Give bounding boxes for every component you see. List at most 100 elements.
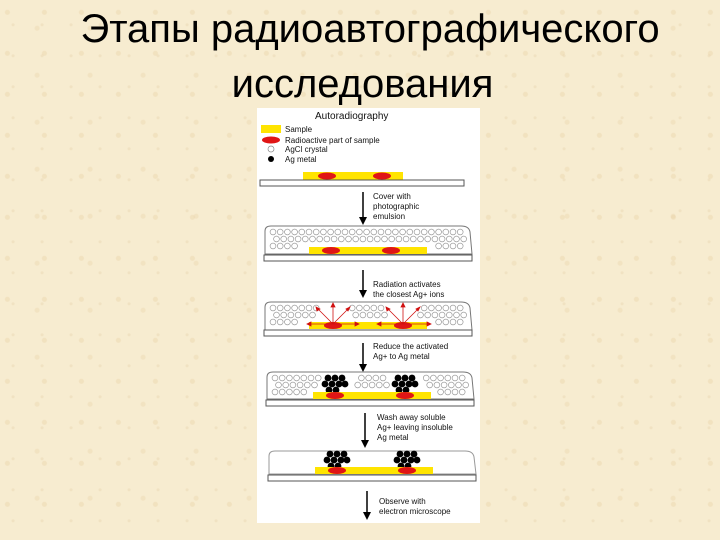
agcl-crystal — [300, 374, 308, 382]
step-3-text-1: Reduce the activated — [373, 342, 448, 351]
agcl-crystal — [365, 374, 372, 382]
stage-1-sample — [259, 172, 465, 187]
agcl-crystal — [376, 381, 383, 389]
radioactive-spot — [398, 467, 416, 474]
agcl-crystal — [293, 374, 300, 382]
legend-agcl-label: AgCl crystal — [285, 145, 328, 154]
ag-metal-grain — [407, 456, 415, 464]
agcl-crystal — [348, 304, 356, 312]
agcl-crystals — [271, 374, 469, 396]
agcl-crystal — [456, 318, 464, 326]
agcl-crystal — [442, 318, 450, 326]
sample-bar — [309, 247, 427, 254]
ag-metal-grain — [400, 456, 408, 464]
agcl-crystal — [370, 228, 378, 236]
agcl-crystal — [354, 381, 361, 389]
agcl-crystal — [458, 374, 466, 382]
agcl-crystal — [460, 235, 467, 243]
agcl-crystal — [424, 235, 431, 243]
ag-metal-grain — [337, 456, 345, 464]
agcl-crystal — [352, 235, 359, 243]
ag-metal-cluster — [321, 374, 349, 394]
agcl-crystal — [372, 374, 380, 382]
glass-slide — [263, 254, 473, 262]
agcl-crystal — [370, 304, 378, 312]
agcl-crystal — [278, 388, 286, 396]
radioactive-spot — [318, 172, 336, 180]
step-2-text-1: Radiation activates — [373, 280, 441, 289]
sample-bar — [313, 392, 431, 399]
agcl-crystal — [284, 304, 291, 312]
stage-2-emulsion — [263, 225, 473, 262]
ag-metal-grain — [328, 380, 336, 388]
agcl-crystal — [269, 318, 277, 326]
radioactive-spot — [328, 467, 346, 474]
step-1-text-1: Cover with — [373, 192, 411, 201]
sample-bar — [303, 172, 403, 180]
agcl-crystal — [341, 228, 349, 236]
slide-title-line-1: Этапы радиоавтографического — [80, 7, 660, 51]
agcl-crystal — [356, 228, 363, 236]
ag-metal-grain — [340, 450, 348, 458]
agcl-crystal — [448, 381, 455, 389]
agcl-crystal — [384, 228, 392, 236]
agcl-crystal — [446, 311, 453, 319]
agcl-crystal — [309, 311, 316, 319]
agcl-crystal — [392, 228, 399, 236]
agcl-crystal — [437, 388, 444, 396]
agcl-crystal — [442, 304, 450, 312]
agcl-crystal — [431, 235, 439, 243]
agcl-crystal — [316, 235, 323, 243]
agcl-crystal — [431, 311, 439, 319]
agcl-crystal — [284, 242, 291, 250]
agcl-crystal — [291, 228, 298, 236]
ag-metal-grain — [394, 374, 402, 382]
agcl-crystal — [366, 235, 374, 243]
step-3-arrow — [359, 343, 367, 372]
agcl-crystal — [280, 311, 287, 319]
agcl-crystal — [402, 235, 410, 243]
agcl-crystal — [287, 235, 295, 243]
agcl-crystal — [352, 311, 359, 319]
agcl-crystal — [406, 228, 414, 236]
agcl-crystal — [284, 228, 291, 236]
agcl-crystal — [435, 228, 442, 236]
agcl-crystal — [374, 311, 381, 319]
ag-metal-grain — [330, 456, 338, 464]
ag-metal-grain — [341, 380, 349, 388]
agcl-crystal — [300, 388, 308, 396]
agcl-crystal — [449, 242, 457, 250]
legend-ag-swatch — [268, 156, 274, 162]
agcl-crystal — [291, 242, 298, 250]
agcl-crystal — [366, 311, 374, 319]
agcl-crystal — [276, 318, 284, 326]
agcl-crystal — [368, 381, 376, 389]
agcl-crystal — [307, 374, 315, 382]
agcl-crystal — [275, 381, 282, 389]
sample-bar — [315, 467, 433, 474]
agcl-crystal — [430, 374, 437, 382]
agcl-crystal — [359, 235, 367, 243]
agcl-crystal — [374, 235, 381, 243]
step-1-arrow — [359, 192, 367, 225]
autoradiography-diagram: Autoradiography Sample Radioactive part … — [259, 111, 477, 520]
agcl-crystal — [286, 388, 293, 396]
agcl-crystal — [278, 374, 286, 382]
step-2-text-2: the closest Ag+ ions — [373, 290, 444, 299]
agcl-crystal — [359, 311, 367, 319]
agcl-crystal — [455, 381, 462, 389]
ag-metal-grain — [405, 380, 413, 388]
ag-metal-grain — [335, 380, 343, 388]
agcl-crystal — [298, 228, 306, 236]
agcl-crystal — [291, 304, 298, 312]
radioactive-spot — [382, 247, 400, 254]
sample-bar — [309, 322, 427, 329]
agcl-crystal — [456, 304, 464, 312]
agcl-crystal — [449, 318, 457, 326]
ag-metal-grain — [410, 450, 418, 458]
step-1-text-2: photographic — [373, 202, 419, 211]
agcl-crystal — [458, 388, 466, 396]
agcl-crystal — [296, 381, 304, 389]
step-5-text-1: Observe with — [379, 497, 426, 506]
agcl-crystal — [460, 311, 467, 319]
